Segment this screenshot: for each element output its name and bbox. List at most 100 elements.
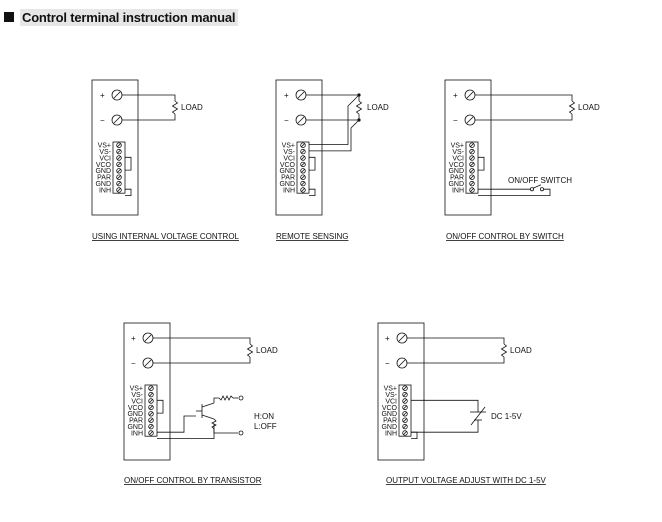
terminal-screw-icon bbox=[469, 142, 475, 148]
load-wire bbox=[122, 114, 176, 121]
terminal-label: VS- bbox=[385, 392, 397, 399]
load-label: LOAD bbox=[510, 346, 532, 355]
pull-resistor-icon bbox=[211, 418, 217, 430]
terminal-label: VS+ bbox=[130, 386, 143, 393]
minus-sign: − bbox=[284, 116, 289, 125]
terminal-strip-frame bbox=[144, 384, 158, 437]
caption-internal: USING INTERNAL VOLTAGE CONTROL bbox=[92, 232, 240, 241]
caption-output-adjust: OUTPUT VOLTAGE ADJUST WITH DC 1-5V bbox=[386, 476, 547, 485]
terminal-screw-slot bbox=[149, 431, 153, 435]
terminal-label: VS- bbox=[452, 149, 464, 156]
load-label: LOAD bbox=[578, 103, 600, 112]
load-label: LOAD bbox=[181, 103, 203, 112]
terminal-label: VCO bbox=[280, 162, 296, 169]
transistor-wire bbox=[213, 429, 238, 434]
terminal-strip-frame bbox=[398, 384, 412, 437]
plus-terminal-icon bbox=[142, 332, 154, 344]
terminal-screw-slot bbox=[149, 418, 153, 423]
terminal-label: VS- bbox=[283, 149, 295, 156]
terminal-screw-icon bbox=[300, 168, 306, 174]
terminal-label: PAR bbox=[383, 418, 397, 425]
load-resistor-icon bbox=[246, 343, 254, 358]
base-resistor-icon bbox=[218, 395, 234, 401]
section-title: Control terminal instruction manual bbox=[4, 8, 239, 26]
jumper-vci-vco bbox=[125, 156, 132, 171]
terminal-label: GND bbox=[279, 181, 295, 188]
minus-sign: − bbox=[100, 116, 105, 125]
terminal-screw-slot bbox=[470, 149, 474, 154]
terminal-screw-slot bbox=[149, 424, 153, 429]
l-off-label: L:OFF bbox=[254, 422, 277, 431]
terminal-label: INH bbox=[385, 430, 397, 437]
terminal-screw-slot bbox=[117, 143, 121, 148]
h-on-label: H:ON bbox=[254, 412, 274, 421]
module-body bbox=[123, 322, 171, 461]
terminal-screw-slot bbox=[117, 149, 121, 154]
terminal-label: GND bbox=[448, 168, 464, 175]
terminal-screw-slot bbox=[301, 162, 305, 167]
plus-sign: + bbox=[131, 334, 136, 343]
terminal-screw-slot bbox=[117, 162, 121, 167]
jumper-gnd-inh bbox=[125, 188, 132, 197]
terminal-screw-icon bbox=[300, 142, 306, 148]
terminal-strip-frame bbox=[465, 141, 479, 194]
load-resistor-icon bbox=[355, 100, 363, 115]
terminal-label: VCI bbox=[99, 155, 111, 162]
terminal-screw-slot bbox=[470, 162, 474, 167]
terminal-screw-slot bbox=[470, 175, 474, 180]
terminal-screw-icon bbox=[116, 174, 122, 180]
terminal-label: PAR bbox=[129, 418, 143, 425]
terminal-label: VCO bbox=[128, 405, 144, 412]
terminal-screw-icon bbox=[300, 155, 306, 161]
terminal-screw-slot bbox=[117, 181, 121, 186]
terminal-screw-icon bbox=[116, 148, 122, 155]
terminal-label: VS- bbox=[99, 149, 111, 156]
terminal-label: VS+ bbox=[384, 386, 397, 393]
module-body bbox=[91, 79, 139, 216]
transistor-icon bbox=[196, 402, 215, 420]
dc-source-icon bbox=[470, 406, 486, 426]
terminal-screw-icon bbox=[116, 155, 122, 161]
load-wire bbox=[122, 94, 176, 101]
terminal-label: VCO bbox=[96, 162, 112, 169]
control-ground-terminal bbox=[238, 430, 244, 436]
caption-remote: REMOTE SENSING bbox=[276, 232, 348, 241]
plus-terminal-icon bbox=[396, 332, 408, 344]
terminal-label: INH bbox=[283, 187, 295, 194]
terminal-screw-icon bbox=[116, 142, 122, 148]
dc-source-wire bbox=[411, 399, 479, 412]
terminal-label: INH bbox=[131, 430, 143, 437]
minus-terminal-icon bbox=[464, 114, 476, 126]
terminal-label: GND bbox=[95, 168, 111, 175]
terminal-screw-slot bbox=[149, 399, 153, 403]
module-body bbox=[444, 79, 492, 216]
terminal-screw-slot bbox=[403, 405, 407, 410]
terminal-screw-icon bbox=[148, 398, 154, 404]
terminal-label: INH bbox=[452, 187, 464, 194]
terminal-screw-icon bbox=[402, 423, 408, 430]
terminal-screw-icon bbox=[402, 411, 408, 417]
switch-wire bbox=[478, 188, 551, 197]
terminal-label: VCI bbox=[283, 155, 295, 162]
terminal-screw-slot bbox=[403, 431, 407, 435]
sense-wire-negative bbox=[309, 119, 360, 152]
terminal-screw-slot bbox=[470, 188, 474, 192]
load-wire bbox=[306, 94, 360, 101]
terminal-screw-icon bbox=[148, 423, 154, 430]
terminal-screw-icon bbox=[402, 385, 408, 391]
terminal-screw-slot bbox=[149, 392, 153, 397]
terminal-screw-icon bbox=[402, 417, 408, 423]
terminal-screw-icon bbox=[300, 187, 306, 193]
plus-sign: + bbox=[385, 334, 390, 343]
terminal-screw-slot bbox=[117, 168, 121, 173]
plus-sign: + bbox=[100, 91, 105, 100]
terminal-strip-frame bbox=[112, 141, 126, 194]
terminal-label: VCI bbox=[131, 398, 143, 405]
terminal-label: VS+ bbox=[451, 143, 464, 150]
